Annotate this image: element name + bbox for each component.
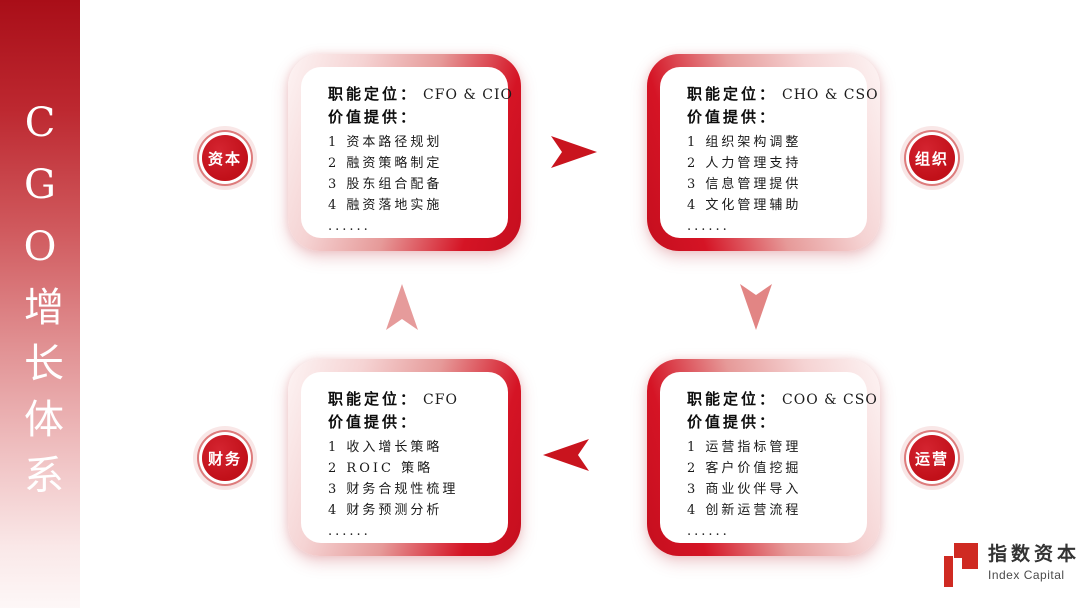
list-item: 4 创新运营流程 (687, 503, 802, 518)
role-value: CFO & CIO (423, 87, 514, 103)
list-item: 3 财务合规性梳理 (328, 482, 459, 497)
role-label: 职能定位： (687, 85, 778, 103)
badge-capital: 资本 (202, 135, 248, 181)
value-list: 1 收入增长策略 2 ROIC 策略 3 财务合规性梳理 4 财务预测分析 ..… (328, 437, 500, 542)
value-line: 价值提供： (328, 411, 500, 434)
list-item: 2 人力管理支持 (687, 156, 802, 171)
list-item: 4 融资落地实施 (328, 198, 443, 213)
role-value: COO & CSO (782, 392, 878, 408)
list-item: 4 文化管理辅助 (687, 198, 802, 213)
value-list: 1 组织架构调整 2 人力管理支持 3 信息管理提供 4 文化管理辅助 ....… (687, 132, 859, 237)
list-item-ellipsis: ...... (328, 219, 371, 234)
node-card-capital-body: 职能定位：CFO & CIO 价值提供： 1 资本路径规划 2 融资策略制定 3… (301, 67, 512, 238)
list-item: 2 客户价值挖掘 (687, 461, 802, 476)
badge-operations: 运营 (909, 435, 955, 481)
list-item: 3 信息管理提供 (687, 177, 802, 192)
node-card-organization: 职能定位：CHO & CSO 价值提供： 1 组织架构调整 2 人力管理支持 3… (647, 54, 880, 251)
list-item: 3 股东组合配备 (328, 177, 443, 192)
role-line: 职能定位：CFO (328, 388, 500, 411)
value-label: 价值提供： (328, 413, 419, 431)
role-value: CHO & CSO (782, 87, 879, 103)
role-label: 职能定位： (328, 390, 419, 408)
logo-name-cn: 指数资本 (988, 544, 1080, 565)
list-item: 1 资本路径规划 (328, 135, 443, 150)
role-line: 职能定位：CFO & CIO (328, 83, 512, 106)
value-label: 价值提供： (687, 413, 778, 431)
list-item-ellipsis: ...... (687, 524, 730, 539)
role-label: 职能定位： (328, 85, 419, 103)
arrow-right-icon (551, 136, 597, 168)
title-gradient-bar: CGO增长体系 (0, 0, 80, 608)
node-card-capital: 职能定位：CFO & CIO 价值提供： 1 资本路径规划 2 融资策略制定 3… (288, 54, 521, 251)
logo-name-en: Index Capital (988, 568, 1065, 582)
node-card-finance: 职能定位：CFO 价值提供： 1 收入增长策略 2 ROIC 策略 3 财务合规… (288, 359, 521, 556)
brand-logo: 指数资本 Index Capital (944, 543, 1080, 587)
node-card-operations: 职能定位：COO & CSO 价值提供： 1 运营指标管理 2 客户价值挖掘 3… (647, 359, 880, 556)
list-item-ellipsis: ...... (328, 524, 371, 539)
list-item: 2 融资策略制定 (328, 156, 443, 171)
value-line: 价值提供： (687, 106, 859, 129)
value-line: 价值提供： (687, 411, 859, 434)
value-list: 1 资本路径规划 2 融资策略制定 3 股东组合配备 4 融资落地实施 ....… (328, 132, 500, 237)
role-line: 职能定位：COO & CSO (687, 388, 877, 411)
role-value: CFO (423, 392, 458, 408)
arrow-up-icon (386, 284, 418, 330)
list-item: 2 ROIC 策略 (328, 461, 434, 476)
role-label: 职能定位： (687, 390, 778, 408)
arrow-left-icon (543, 439, 589, 471)
value-label: 价值提供： (687, 108, 778, 126)
list-item-ellipsis: ...... (687, 219, 730, 234)
value-list: 1 运营指标管理 2 客户价值挖掘 3 商业伙伴导入 4 创新运营流程 ....… (687, 437, 859, 542)
value-line: 价值提供： (328, 106, 500, 129)
list-item: 1 运营指标管理 (687, 440, 802, 455)
list-item: 1 组织架构调整 (687, 135, 802, 150)
node-card-operations-body: 职能定位：COO & CSO 价值提供： 1 运营指标管理 2 客户价值挖掘 3… (660, 372, 877, 543)
page-title: CGO增长体系 (17, 100, 63, 510)
arrow-down-icon (740, 284, 772, 330)
node-card-organization-body: 职能定位：CHO & CSO 价值提供： 1 组织架构调整 2 人力管理支持 3… (660, 67, 878, 238)
list-item: 3 商业伙伴导入 (687, 482, 802, 497)
node-card-finance-body: 职能定位：CFO 价值提供： 1 收入增长策略 2 ROIC 策略 3 财务合规… (301, 372, 508, 543)
logo-text: 指数资本 Index Capital (988, 543, 1080, 583)
index-capital-logo-icon (944, 543, 978, 587)
badge-organization: 组织 (909, 135, 955, 181)
value-label: 价值提供： (328, 108, 419, 126)
role-line: 职能定位：CHO & CSO (687, 83, 878, 106)
list-item: 1 收入增长策略 (328, 440, 443, 455)
list-item: 4 财务预测分析 (328, 503, 443, 518)
badge-finance: 财务 (202, 435, 248, 481)
